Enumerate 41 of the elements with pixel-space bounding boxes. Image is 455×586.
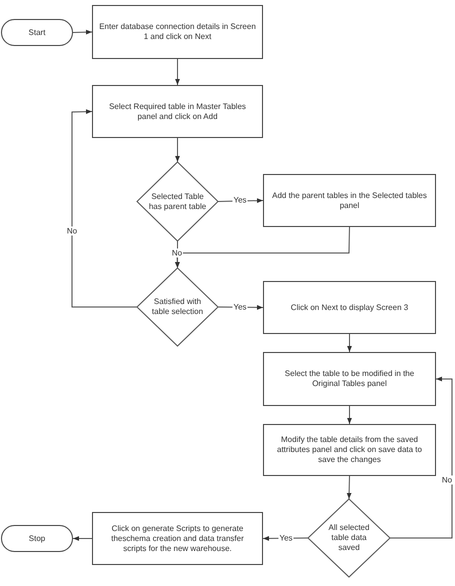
edge-label: No — [440, 476, 454, 484]
arrow — [218, 198, 264, 204]
arrow — [72, 109, 138, 308]
node-text: Modify the table details from the saved attributes panel and click on save data to save the changes — [276, 435, 423, 465]
node-text: Enter database connection details in Screen 1 and click on Next — [99, 22, 256, 42]
edge-label: Yes — [278, 534, 294, 542]
terminal-pill — [1, 19, 73, 46]
edge-label: No — [170, 248, 184, 258]
edge-label: No — [66, 226, 78, 236]
arrow — [72, 536, 92, 541]
process-box — [263, 281, 436, 334]
arrow — [174, 226, 350, 268]
arrow — [390, 376, 452, 538]
node-text: Satisfied with table selection — [150, 297, 204, 317]
decision-diamond — [137, 162, 218, 241]
node-text: Selected Table has parent table — [148, 192, 206, 212]
terminal-pill — [1, 525, 73, 552]
arrow — [72, 30, 92, 35]
arrow — [347, 406, 352, 424]
node-text: Select Required table in Master Tables panel and click on Add — [108, 102, 247, 122]
process-box — [92, 512, 263, 565]
node-text: Stop — [28, 534, 46, 544]
process-box — [92, 85, 263, 138]
arrow — [346, 476, 352, 500]
process-box — [92, 5, 263, 59]
node-text: Click on generate Scripts to generate theschema creation and data transfer scripts for the new warehouse. — [110, 524, 245, 554]
arrow — [175, 58, 180, 86]
arrow — [347, 334, 352, 352]
node-text: Click on Next to display Screen 3 — [290, 302, 408, 312]
node-text: Add the parent tables in the Selected tables panel — [271, 190, 428, 210]
process-box — [263, 424, 436, 476]
process-box — [263, 174, 436, 227]
node-text: Select the table to be modified in the Original Tables panel — [284, 369, 416, 389]
decision-diamond — [308, 499, 390, 577]
node-text: All selected table data saved — [328, 523, 370, 553]
node-text: Start — [28, 28, 46, 38]
arrow — [175, 138, 180, 162]
edge-label: Yes — [232, 196, 248, 204]
decision-diamond — [137, 268, 218, 346]
edge-label: Yes — [232, 302, 248, 312]
process-box — [263, 352, 436, 406]
